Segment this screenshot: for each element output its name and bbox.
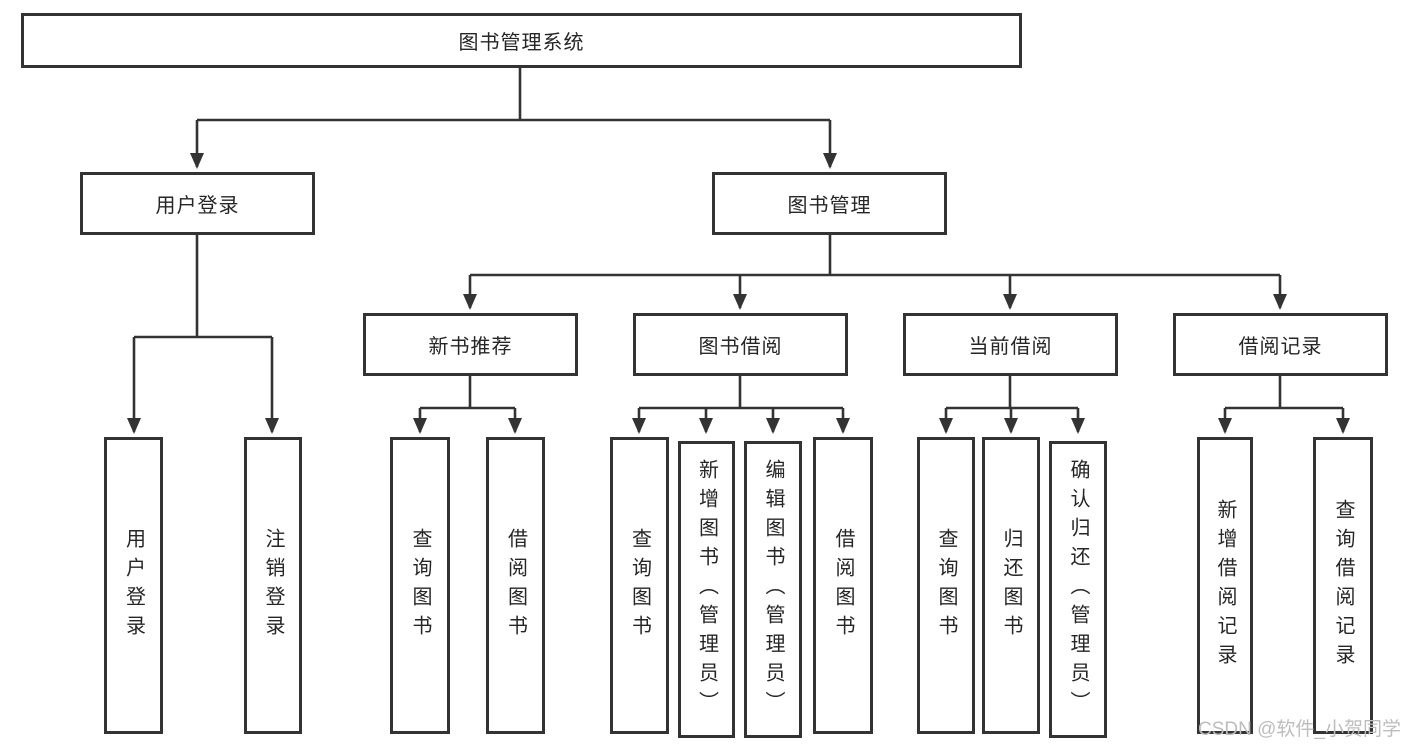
node-new-books-label: 新书推荐 — [428, 336, 513, 358]
leaf-borrow-add-admin: 新增图书（管理员） — [678, 441, 735, 738]
leaf-current-query-label: 查询图书 — [935, 527, 957, 644]
leaf-borrow-add-admin-label: 新增图书（管理员） — [695, 459, 718, 720]
leaf-borrow-borrow-label: 借阅图书 — [832, 527, 854, 644]
leaf-user-login: 用户登录 — [104, 437, 163, 734]
node-user-login-label: 用户登录 — [155, 195, 240, 217]
node-root: 图书管理系统 — [21, 13, 1022, 68]
leaf-current-query: 查询图书 — [917, 437, 975, 734]
leaf-logout: 注销登录 — [244, 437, 302, 734]
leaf-newbooks-borrow-label: 借阅图书 — [504, 527, 527, 644]
node-book-management: 图书管理 — [712, 172, 947, 235]
leaf-records-add-label: 新增借阅记录 — [1214, 498, 1236, 673]
node-borrow-records: 借阅记录 — [1173, 313, 1388, 376]
leaf-newbooks-borrow: 借阅图书 — [486, 437, 545, 734]
node-current-borrow-label: 当前借阅 — [968, 336, 1053, 358]
leaf-records-query-label: 查询借阅记录 — [1332, 498, 1354, 673]
leaf-borrow-borrow: 借阅图书 — [813, 437, 873, 734]
leaf-borrow-query-label: 查询图书 — [628, 527, 651, 644]
node-user-login: 用户登录 — [80, 172, 315, 235]
leaf-current-return-label: 归还图书 — [1000, 527, 1022, 644]
leaf-logout-label: 注销登录 — [262, 527, 284, 644]
leaf-records-add: 新增借阅记录 — [1197, 437, 1253, 734]
node-new-books: 新书推荐 — [363, 313, 578, 376]
leaf-borrow-query: 查询图书 — [610, 437, 669, 734]
leaf-records-query: 查询借阅记录 — [1313, 437, 1373, 734]
leaf-borrow-edit-admin: 编辑图书（管理员） — [744, 441, 802, 738]
leaf-newbooks-query-label: 查询图书 — [409, 527, 431, 644]
node-book-borrow-label: 图书借阅 — [698, 336, 783, 358]
node-current-borrow: 当前借阅 — [903, 313, 1118, 376]
leaf-borrow-edit-admin-label: 编辑图书（管理员） — [762, 459, 784, 720]
node-book-borrow: 图书借阅 — [633, 313, 848, 376]
csdn-watermark: CSDN @软件_小贺同学 — [1198, 719, 1401, 740]
leaf-current-return: 归还图书 — [982, 437, 1040, 734]
leaf-newbooks-query: 查询图书 — [390, 437, 450, 734]
leaf-current-confirm-admin-label: 确认归还（管理员） — [1067, 459, 1089, 720]
leaf-current-confirm-admin: 确认归还（管理员） — [1049, 441, 1107, 738]
node-book-management-label: 图书管理 — [787, 195, 872, 217]
node-borrow-records-label: 借阅记录 — [1238, 336, 1323, 358]
node-root-label: 图书管理系统 — [458, 32, 585, 54]
leaf-user-login-label: 用户登录 — [122, 527, 145, 644]
